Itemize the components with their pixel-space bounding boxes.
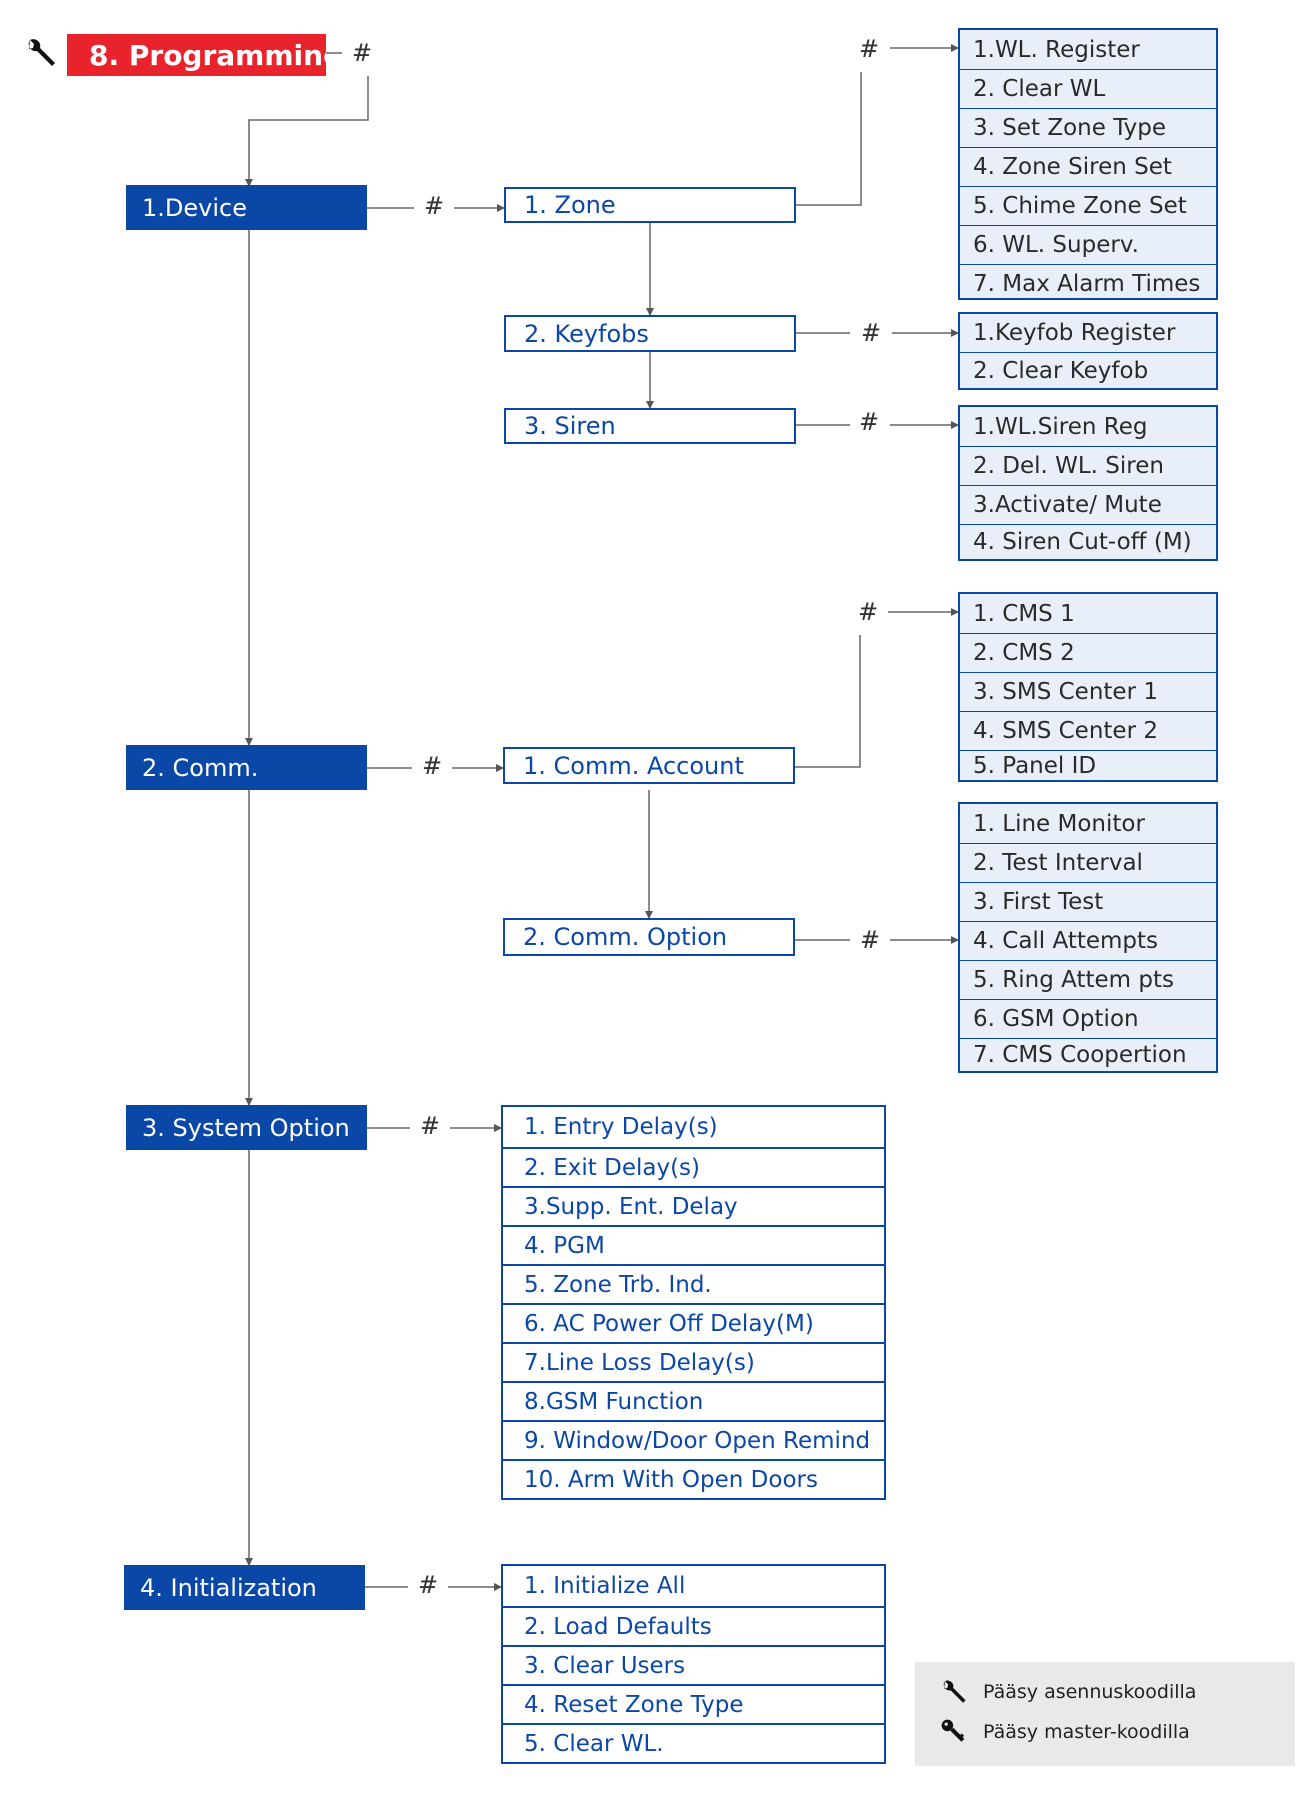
list-item[interactable]: 2. Load Defaults [503,1606,884,1645]
hash-symbol: # [858,35,880,63]
list-item[interactable]: 8.GSM Function [503,1381,884,1420]
hash-symbol: # [857,598,879,626]
list-item[interactable]: 9. Window/Door Open Remind [503,1420,884,1459]
hash-symbol: # [858,408,880,436]
list-item[interactable]: 4. Siren Cut-off (M) [960,524,1216,559]
list-item[interactable]: 2. Test Interval [960,843,1216,882]
list-item[interactable]: 4. Zone Siren Set [960,147,1216,186]
list-item[interactable]: 2. Clear WL [960,69,1216,108]
hash-symbol: # [423,192,445,220]
list-item[interactable]: 5. Clear WL. [503,1723,884,1762]
wrench-icon [943,1680,966,1703]
menu-system-option[interactable]: 3. System Option [126,1105,367,1150]
hash-symbol: # [859,926,881,954]
list-item[interactable]: 4. SMS Center 2 [960,711,1216,750]
submenu-siren[interactable]: 3. Siren [504,408,796,444]
programming-title: 8. Programming [67,34,326,76]
submenu-keyfobs[interactable]: 2. Keyfobs [504,315,796,352]
list-item[interactable]: 5. Panel ID [960,750,1216,780]
hash-symbol: # [419,1112,441,1140]
list-item[interactable]: 10. Arm With Open Doors [503,1459,884,1498]
comm-account-options-list: 1. CMS 1 2. CMS 2 3. SMS Center 1 4. SMS… [958,592,1218,782]
list-item[interactable]: 3.Activate/ Mute [960,485,1216,524]
list-item[interactable]: 1.WL. Register [973,36,1140,63]
list-item[interactable]: 4. Call Attempts [960,921,1216,960]
siren-options-list: 1.WL.Siren Reg 2. Del. WL. Siren 3.Activ… [958,405,1218,561]
list-item[interactable]: 1.Keyfob Register [973,320,1176,346]
hash-symbol: # [351,39,373,67]
list-item[interactable]: 1. CMS 1 [973,600,1075,627]
legend-master-label: Pääsy master-koodilla [983,1721,1190,1743]
list-item[interactable]: 3. Set Zone Type [960,108,1216,147]
list-item[interactable]: 2. CMS 2 [960,633,1216,672]
list-item[interactable]: 5. Zone Trb. Ind. [503,1264,884,1303]
list-item[interactable]: 5. Ring Attem pts [960,960,1216,999]
list-item[interactable]: 6. WL. Superv. [960,225,1216,264]
menu-comm[interactable]: 2. Comm. [126,745,367,790]
legend-installer-label: Pääsy asennuskoodilla [983,1681,1197,1703]
legend-master: Pääsy master-koodilla [939,1718,1190,1746]
list-item[interactable]: 6. GSM Option [960,999,1216,1038]
initialization-list: 1. Initialize All 2. Load Defaults 3. Cl… [501,1564,886,1764]
list-item[interactable]: 7. Max Alarm Times [960,264,1216,302]
wrench-icon [28,39,55,66]
list-item[interactable]: 5. Chime Zone Set [960,186,1216,225]
list-item[interactable]: 3. Clear Users [503,1645,884,1684]
list-item[interactable]: 4. Reset Zone Type [503,1684,884,1723]
hash-symbol: # [417,1571,439,1599]
menu-device[interactable]: 1.Device [126,185,367,230]
legend-installer: Pääsy asennuskoodilla [939,1678,1196,1706]
list-item[interactable]: 1. Entry Delay(s) [524,1114,718,1140]
hash-symbol: # [860,319,882,347]
key-icon [941,1719,965,1742]
list-item[interactable]: 3. First Test [960,882,1216,921]
list-item[interactable]: 2. Clear Keyfob [960,352,1216,388]
comm-option-options-list: 1. Line Monitor 2. Test Interval 3. Firs… [958,802,1218,1073]
zone-options-list: 1.WL. Register 2. Clear WL 3. Set Zone T… [958,28,1218,300]
submenu-zone[interactable]: 1. Zone [504,187,796,223]
submenu-comm-account[interactable]: 1. Comm. Account [503,747,795,784]
list-item[interactable]: 7. CMS Coopertion [960,1038,1216,1071]
list-item[interactable]: 1.WL.Siren Reg [973,413,1148,440]
list-item[interactable]: 3. SMS Center 1 [960,672,1216,711]
hash-symbol: # [421,752,443,780]
submenu-comm-option[interactable]: 2. Comm. Option [503,918,795,956]
legend: Pääsy asennuskoodilla Pääsy master-koodi… [915,1662,1295,1766]
keyfob-options-list: 1.Keyfob Register 2. Clear Keyfob [958,312,1218,390]
list-item[interactable]: 2. Del. WL. Siren [960,446,1216,485]
list-item[interactable]: 3.Supp. Ent. Delay [503,1186,884,1225]
list-item[interactable]: 1. Initialize All [524,1573,686,1599]
menu-initialization[interactable]: 4. Initialization [124,1565,365,1610]
system-option-list: 1. Entry Delay(s) 2. Exit Delay(s) 3.Sup… [501,1105,886,1500]
list-item[interactable]: 1. Line Monitor [973,810,1145,837]
list-item[interactable]: 4. PGM [503,1225,884,1264]
list-item[interactable]: 2. Exit Delay(s) [503,1147,884,1186]
list-item[interactable]: 7.Line Loss Delay(s) [503,1342,884,1381]
list-item[interactable]: 6. AC Power Off Delay(M) [503,1303,884,1342]
